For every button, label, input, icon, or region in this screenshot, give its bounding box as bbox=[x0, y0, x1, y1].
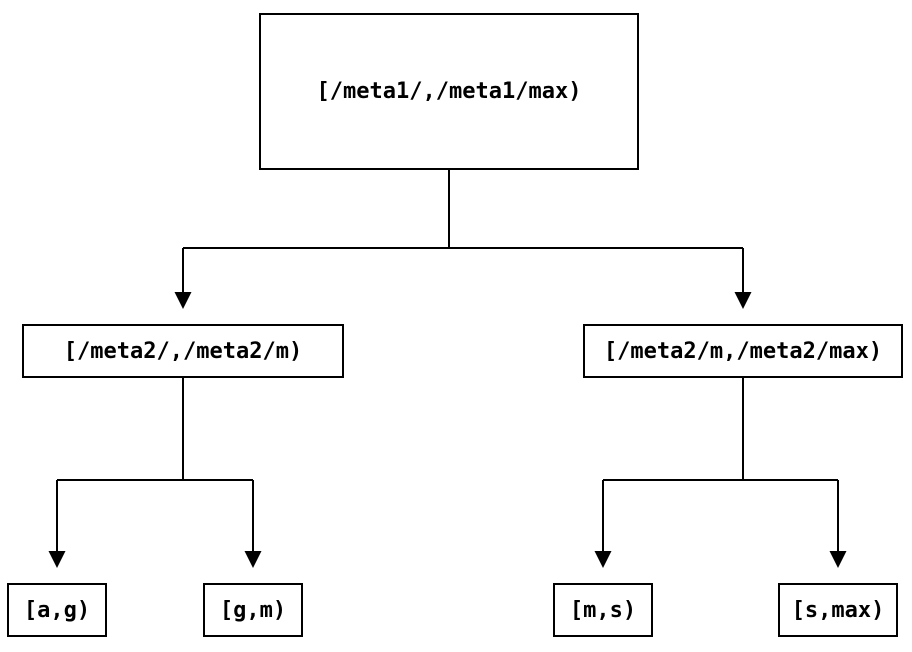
edge-left-to-leaves bbox=[56, 377, 254, 551]
tree-node-root-label: [/meta1/,/meta1/max) bbox=[316, 79, 582, 104]
tree-node-meta2-left-label: [/meta2/,/meta2/m) bbox=[63, 338, 303, 364]
tree-node-root: [/meta1/,/meta1/max) bbox=[259, 13, 639, 170]
arrowhead-down-icon bbox=[244, 551, 262, 568]
tree-node-leaf-gm-label: [g,m) bbox=[219, 597, 287, 623]
tree-node-meta2-right-label: [/meta2/m,/meta2/max) bbox=[603, 338, 883, 364]
arrowhead-down-icon bbox=[734, 292, 752, 309]
tree-node-meta2-left: [/meta2/,/meta2/m) bbox=[22, 324, 344, 378]
arrowhead-down-icon bbox=[594, 551, 612, 568]
tree-node-leaf-smax: [s,max) bbox=[778, 583, 898, 637]
arrowhead-down-icon bbox=[829, 551, 847, 568]
edge-right-to-leaves bbox=[602, 377, 839, 551]
tree-node-leaf-smax-label: [s,max) bbox=[791, 597, 885, 623]
edge-root-to-level2 bbox=[182, 170, 744, 292]
tree-node-meta2-right: [/meta2/m,/meta2/max) bbox=[583, 324, 903, 378]
tree-node-leaf-ms: [m,s) bbox=[553, 583, 653, 637]
tree-node-leaf-ag-label: [a,g) bbox=[23, 597, 91, 623]
arrowhead-down-icon bbox=[174, 292, 192, 309]
tree-node-leaf-gm: [g,m) bbox=[203, 583, 303, 637]
tree-node-leaf-ms-label: [m,s) bbox=[569, 597, 637, 623]
arrowhead-down-icon bbox=[48, 551, 66, 568]
tree-node-leaf-ag: [a,g) bbox=[7, 583, 107, 637]
